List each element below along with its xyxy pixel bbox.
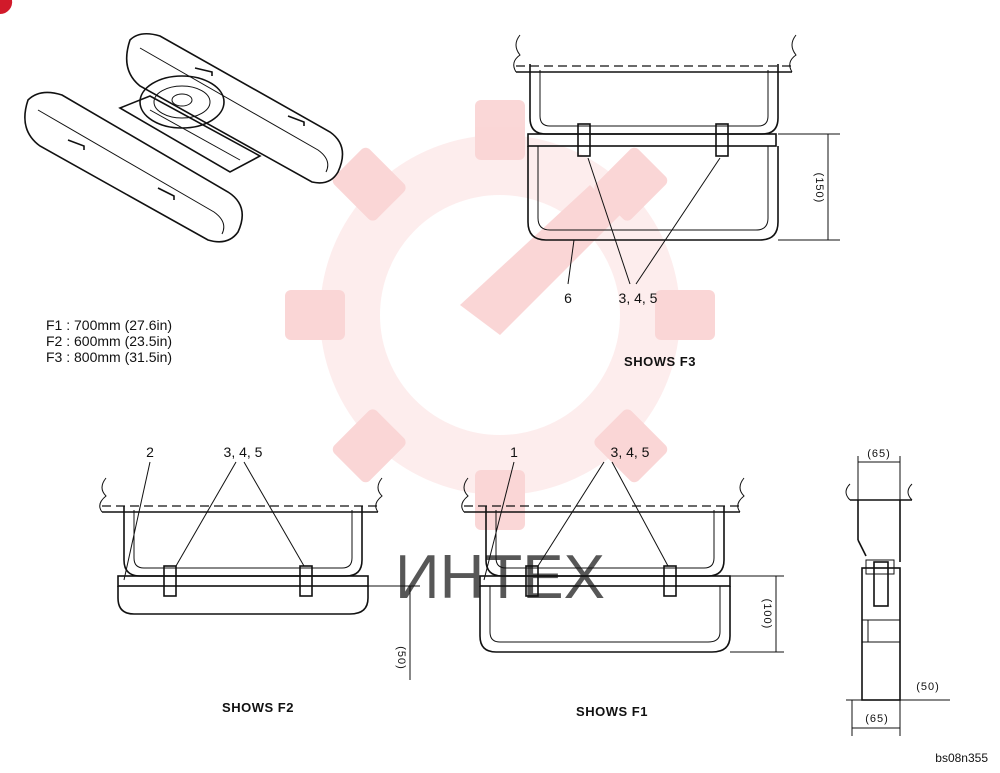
side-bottom-dimension-label: (65): [865, 713, 889, 725]
f3-guard-view: (150) 6 3, 4, 5 SHOWS F3: [513, 34, 840, 369]
f3-caption: SHOWS F3: [624, 354, 696, 369]
f3-part-6-label: 6: [564, 290, 572, 306]
f1-dimension-label: (100): [761, 599, 773, 630]
f2-guard-view: (50) 2 3, 4, 5 SHOWS F2: [99, 444, 420, 715]
f3-dimension-label: (150): [813, 173, 825, 204]
f3-parts-345-label: 3, 4, 5: [619, 290, 658, 306]
side-section-view: (65) (50) (65): [845, 448, 950, 736]
side-top-dimension-label: (65): [867, 448, 891, 460]
side-offset-dimension-label: (50): [916, 681, 940, 693]
f1-guard-view: (100) 1 3, 4, 5 SHOWS F1: [461, 444, 784, 719]
f2-parts-345-label: 3, 4, 5: [224, 444, 263, 460]
undercarriage-isometric-view: [24, 32, 344, 243]
watermark-text: ИНТЕХ: [395, 543, 605, 612]
f1-parts-345-label: 3, 4, 5: [611, 444, 650, 460]
f1-caption: SHOWS F1: [576, 704, 648, 719]
legend-f1: F1 : 700mm (27.6in): [46, 317, 172, 333]
legend-f3: F3 : 800mm (31.5in): [46, 349, 172, 365]
corner-mark: [0, 0, 13, 15]
drawing-code: bs08n355: [935, 751, 988, 765]
f2-part-2-label: 2: [146, 444, 154, 460]
f1-part-1-label: 1: [510, 444, 518, 460]
width-legend: F1 : 700mm (27.6in) F2 : 600mm (23.5in) …: [46, 317, 172, 365]
watermark-gear-icon: [285, 100, 715, 530]
legend-f2: F2 : 600mm (23.5in): [46, 333, 172, 349]
f2-caption: SHOWS F2: [222, 700, 294, 715]
f2-dimension-label: (50): [395, 646, 407, 670]
